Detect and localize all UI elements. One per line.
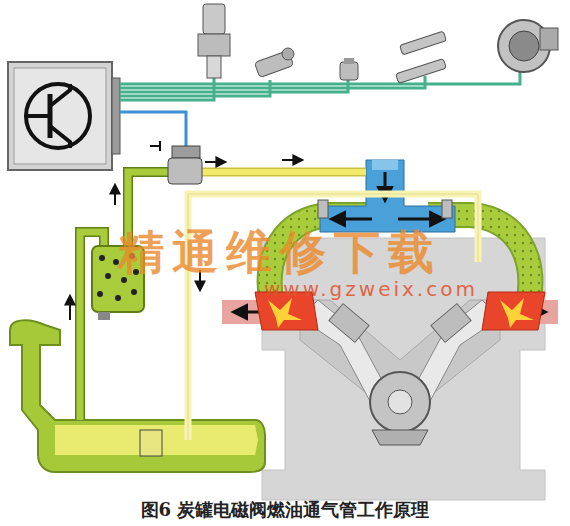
charcoal-canister bbox=[97, 291, 103, 297]
ecu-box bbox=[8, 62, 120, 170]
fuel-injector bbox=[318, 200, 328, 218]
fuel-injector bbox=[318, 200, 452, 218]
intake-plenum bbox=[398, 218, 443, 221]
air-flow-sensor bbox=[203, 4, 225, 34]
charcoal-canister bbox=[98, 312, 110, 320]
fuel-tank bbox=[10, 320, 265, 472]
fuel-tank bbox=[10, 320, 265, 472]
signal-wire bbox=[120, 112, 186, 146]
fuel-injector bbox=[442, 200, 452, 218]
vapor-hose bbox=[70, 162, 225, 420]
throttle-body bbox=[509, 31, 539, 61]
exhaust-pipe bbox=[234, 311, 262, 314]
crankshaft bbox=[370, 372, 430, 432]
oxygen-sensor bbox=[400, 31, 447, 55]
engine-block bbox=[300, 300, 500, 420]
purge-line bbox=[282, 159, 302, 161]
combustion-chamber bbox=[500, 298, 534, 328]
signal-wire bbox=[120, 68, 520, 151]
oxygen-sensor bbox=[396, 31, 447, 83]
speed-sensor bbox=[254, 48, 294, 78]
cylinder bbox=[329, 304, 369, 343]
charcoal-canister bbox=[105, 273, 111, 279]
crankshaft bbox=[388, 390, 412, 414]
vapor-hose bbox=[205, 161, 225, 163]
signal-wire bbox=[120, 80, 270, 96]
cylinder bbox=[431, 304, 471, 343]
purge-line bbox=[198, 160, 366, 172]
air-flow-sensor bbox=[207, 56, 221, 78]
temperature-sensor bbox=[340, 58, 358, 80]
watermark-url: www.gzweix.com bbox=[264, 277, 478, 301]
ecu-box bbox=[112, 78, 120, 154]
ecu-box bbox=[14, 68, 106, 164]
purge-solenoid-valve bbox=[168, 158, 202, 184]
purge-solenoid-valve bbox=[172, 146, 200, 158]
transistor-symbol bbox=[50, 126, 70, 148]
speed-sensor bbox=[282, 48, 294, 60]
intake-plenum bbox=[332, 218, 372, 221]
engine-block bbox=[262, 238, 545, 500]
air-flow-sensor bbox=[198, 34, 230, 56]
transistor-symbol bbox=[26, 114, 50, 118]
purge-line bbox=[198, 169, 366, 175]
throttle-body bbox=[540, 28, 558, 50]
throttle-body bbox=[498, 20, 558, 72]
combustion-chamber bbox=[482, 292, 545, 330]
purge-solenoid-valve bbox=[168, 146, 202, 184]
vapor-hose bbox=[114, 185, 116, 205]
engine-block bbox=[262, 238, 545, 500]
signal-wire bbox=[120, 68, 520, 84]
transistor-symbol bbox=[26, 84, 90, 148]
ecu-box bbox=[8, 62, 112, 170]
oxygen-sensor bbox=[396, 59, 447, 84]
purge-line bbox=[198, 168, 366, 177]
intake-plenum bbox=[372, 160, 398, 170]
signal-wire bbox=[120, 76, 425, 88]
signal-wire bbox=[120, 78, 214, 100]
temperature-sensor bbox=[344, 58, 354, 64]
charcoal-canister bbox=[131, 289, 137, 295]
signal-wire bbox=[150, 141, 160, 151]
signal-wire bbox=[120, 80, 348, 92]
charcoal-canister bbox=[99, 255, 105, 261]
figure-caption: 图6 炭罐电磁阀燃油通气管工作原理 bbox=[0, 498, 570, 522]
crankshaft bbox=[370, 372, 430, 445]
transistor-symbol bbox=[50, 84, 70, 106]
combustion-chamber bbox=[268, 298, 302, 328]
vapor-hose bbox=[69, 296, 71, 320]
crankshaft bbox=[372, 430, 428, 445]
fuel-tank bbox=[140, 430, 162, 456]
temperature-sensor bbox=[340, 62, 358, 80]
charcoal-canister bbox=[115, 295, 121, 301]
fuel-tank bbox=[55, 425, 258, 455]
transistor-symbol bbox=[26, 84, 90, 148]
watermark: 精通维修下载 bbox=[118, 222, 442, 284]
air-flow-sensor bbox=[198, 4, 230, 78]
